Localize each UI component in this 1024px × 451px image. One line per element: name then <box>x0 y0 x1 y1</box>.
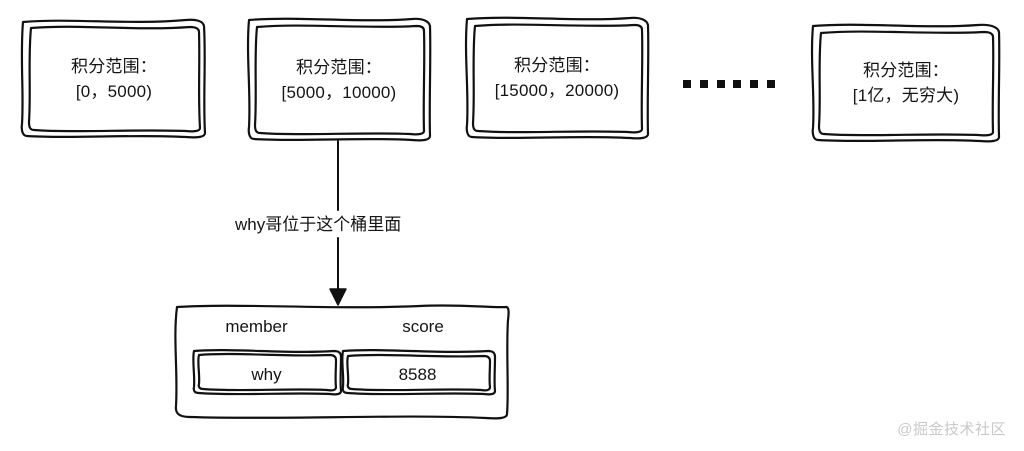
score-bucket-0[interactable]: 积分范围： [0，5000) <box>22 20 206 138</box>
watermark: @掘金技术社区 <box>897 421 1006 438</box>
bucket-label-range: [15000，20000) <box>494 81 620 100</box>
bucket-label-title: 积分范围： <box>514 56 600 75</box>
score-bucket-3[interactable]: 积分范围： [1亿，无穷大) <box>812 24 1000 142</box>
score-bucket-2[interactable]: 积分范围： [15000，20000) <box>466 17 648 139</box>
ellipsis-dot <box>750 80 759 88</box>
cell-score-value: 8588 <box>398 365 437 384</box>
cell-member-value: why <box>251 365 282 384</box>
cell-member[interactable]: why <box>193 353 340 397</box>
table-row[interactable]: why 8588 <box>193 353 493 397</box>
bucket-label-range: [5000，10000) <box>281 82 397 102</box>
ellipsis-dot <box>683 80 691 88</box>
ellipsis-dot <box>699 80 708 88</box>
column-header-member: member <box>225 317 288 336</box>
ellipsis-indicator <box>683 78 775 90</box>
column-header-score: score <box>402 317 444 336</box>
table-header-row: member score <box>175 315 508 339</box>
ellipsis-dot <box>733 80 742 88</box>
ellipsis-dot <box>716 80 725 88</box>
arrow-annotation-label: why哥位于这个桶里面 <box>232 213 405 237</box>
bucket-label-title: 积分范围： <box>71 57 157 76</box>
bucket-label-title: 积分范围： <box>296 57 382 77</box>
bucket-label-range: [0，5000) <box>75 82 153 101</box>
bucket-label-title: 积分范围： <box>863 61 949 80</box>
bucket-label-range: [1亿，无穷大) <box>852 86 960 105</box>
ellipsis-dot <box>766 80 775 88</box>
member-score-table[interactable]: member score why 8588 <box>175 305 508 420</box>
score-bucket-1[interactable]: 积分范围： [5000，10000) <box>248 18 430 141</box>
cell-score[interactable]: 8588 <box>342 353 493 397</box>
